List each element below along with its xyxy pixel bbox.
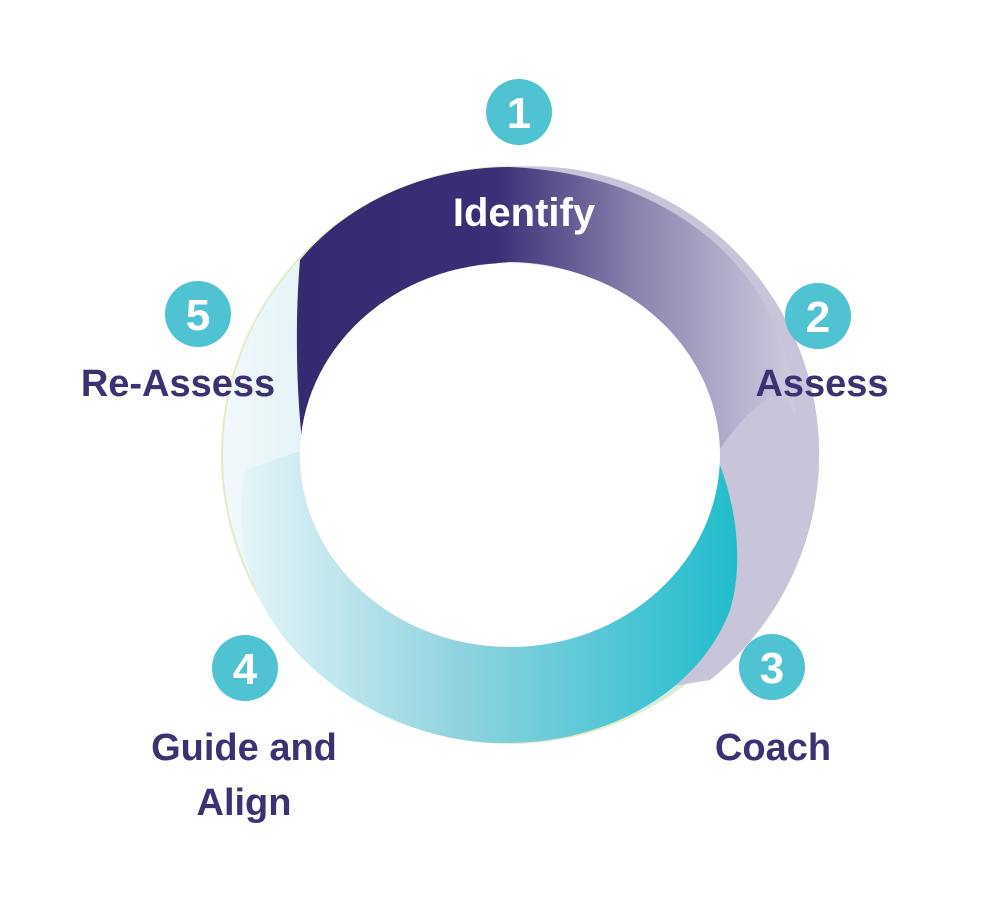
step-4-label-line2: Align <box>197 782 292 824</box>
step-1-label: Identify <box>453 191 596 235</box>
step-5-badge: 5 <box>165 281 231 347</box>
step-1-number: 1 <box>507 89 531 138</box>
step-2-label: Assess <box>755 363 888 405</box>
step-1-badge: 1 <box>486 79 552 145</box>
step-3-label: Coach <box>715 727 831 769</box>
step-4-badge: 4 <box>212 635 278 701</box>
step-2-badge: 2 <box>785 283 851 349</box>
step-4-number: 4 <box>233 645 258 694</box>
step-5-label: Re-Assess <box>81 363 275 405</box>
step-4-label-line1: Guide and <box>151 727 337 769</box>
step-3-number: 3 <box>760 644 784 693</box>
step-3-badge: 3 <box>739 634 805 700</box>
ring-segment-coach <box>241 450 738 744</box>
step-2-number: 2 <box>806 293 830 342</box>
step-5-number: 5 <box>186 291 210 340</box>
ring-inner <box>300 263 720 647</box>
ring-segment-identify <box>296 167 795 455</box>
cycle-ring <box>221 166 820 744</box>
